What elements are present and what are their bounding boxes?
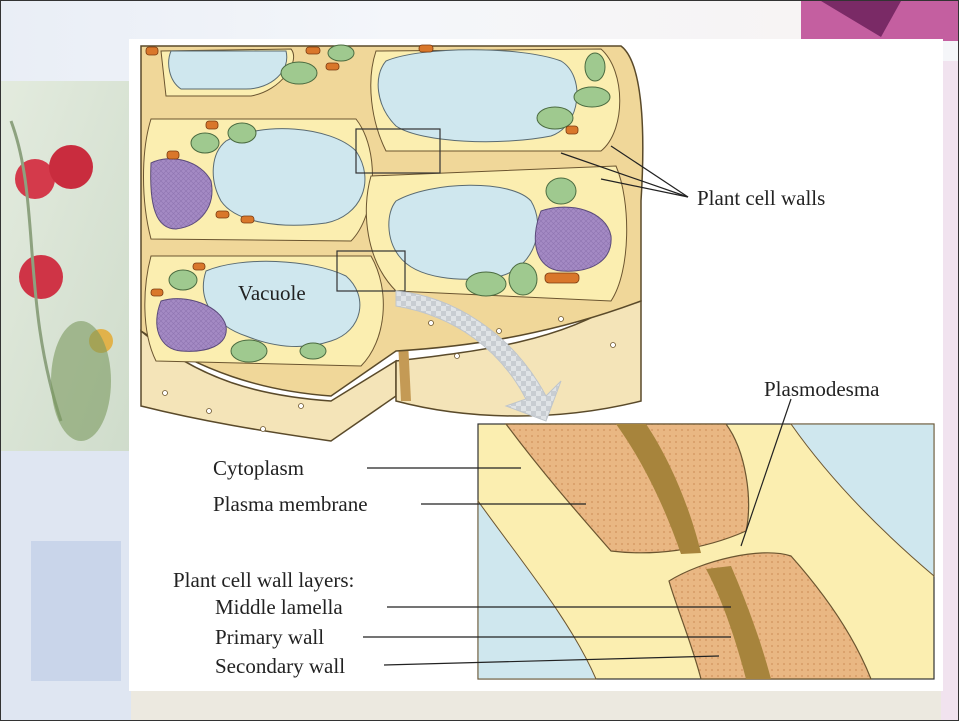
cell-block [141,45,643,441]
label-cytoplasm: Cytoplasm [213,456,304,480]
label-vacuole: Vacuole [238,281,306,305]
label-secondary-wall: Secondary wall [215,654,345,678]
magnified-inset [478,424,934,679]
label-middle-lamella: Middle lamella [215,595,343,619]
label-wall-layers-heading: Plant cell wall layers: [173,568,354,592]
label-plasmodesma: Plasmodesma [764,377,880,401]
label-plasma-membrane: Plasma membrane [213,492,368,516]
label-primary-wall: Primary wall [215,625,324,649]
label-plant-cell-walls: Plant cell walls [697,186,825,210]
